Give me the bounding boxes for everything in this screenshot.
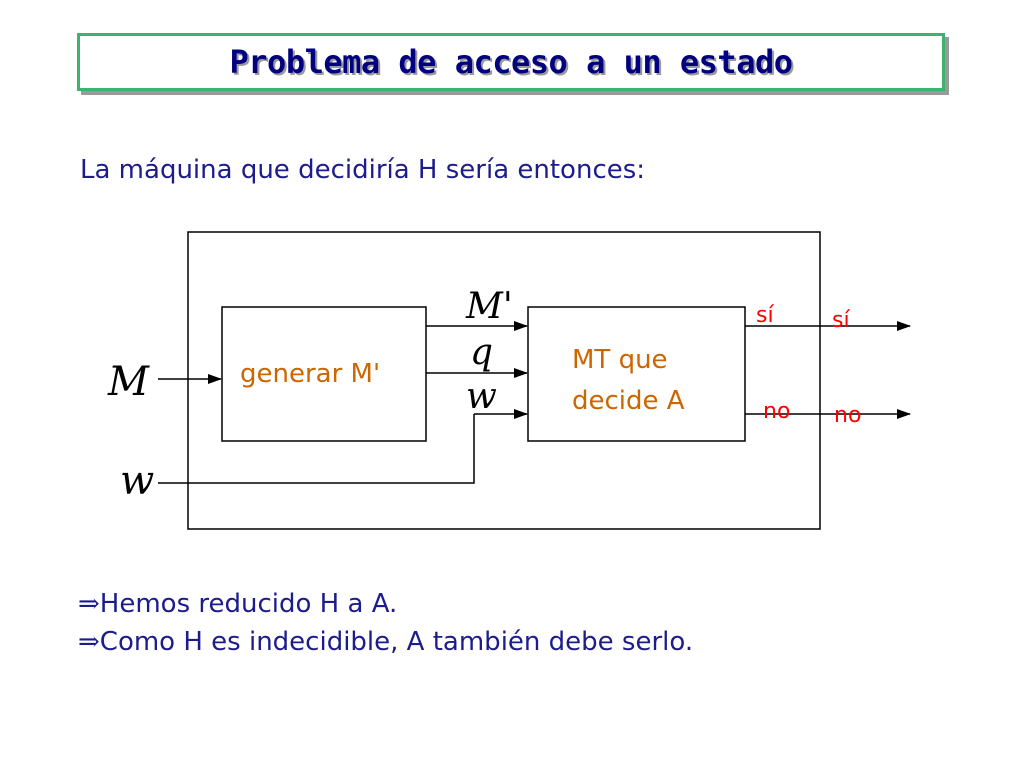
generate-block-label: generar M' — [240, 359, 380, 389]
outer-no-label: no — [834, 403, 861, 428]
generate-block — [221, 306, 427, 442]
implies-arrow-icon: ⇒ — [78, 589, 100, 619]
slide-title: Problema de acceso a un estado — [229, 43, 793, 81]
inner-yes-label: sí — [756, 303, 774, 328]
bullet-list: ⇒Hemos reducido H a A. ⇒Como H es indeci… — [78, 585, 693, 661]
decider-label-line2: decide A — [572, 386, 685, 416]
implies-arrow-icon: ⇒ — [78, 627, 100, 657]
input-w-wire — [158, 414, 475, 484]
mprime-label: M' — [465, 286, 513, 327]
bullet-item: ⇒Hemos reducido H a A. — [78, 585, 693, 623]
title-box: Problema de acceso a un estado — [77, 33, 945, 91]
decider-label-line1: MT que — [572, 345, 668, 375]
decider-block — [527, 306, 746, 442]
q-label: q — [470, 332, 493, 373]
intro-text: La máquina que decidiría H sería entonce… — [80, 155, 646, 185]
inner-no-label: no — [763, 399, 790, 424]
bullet-item: ⇒Como H es indecidible, A también debe s… — [78, 623, 693, 661]
input-w-label: w — [120, 458, 154, 504]
outer-yes-label: sí — [832, 308, 850, 333]
bullet-text: Hemos reducido H a A. — [99, 589, 398, 619]
bullet-text: Como H es indecidible, A también debe se… — [99, 627, 694, 657]
outer-machine-box — [187, 231, 821, 530]
input-m-label: M — [107, 359, 150, 405]
w-label: w — [466, 376, 497, 417]
